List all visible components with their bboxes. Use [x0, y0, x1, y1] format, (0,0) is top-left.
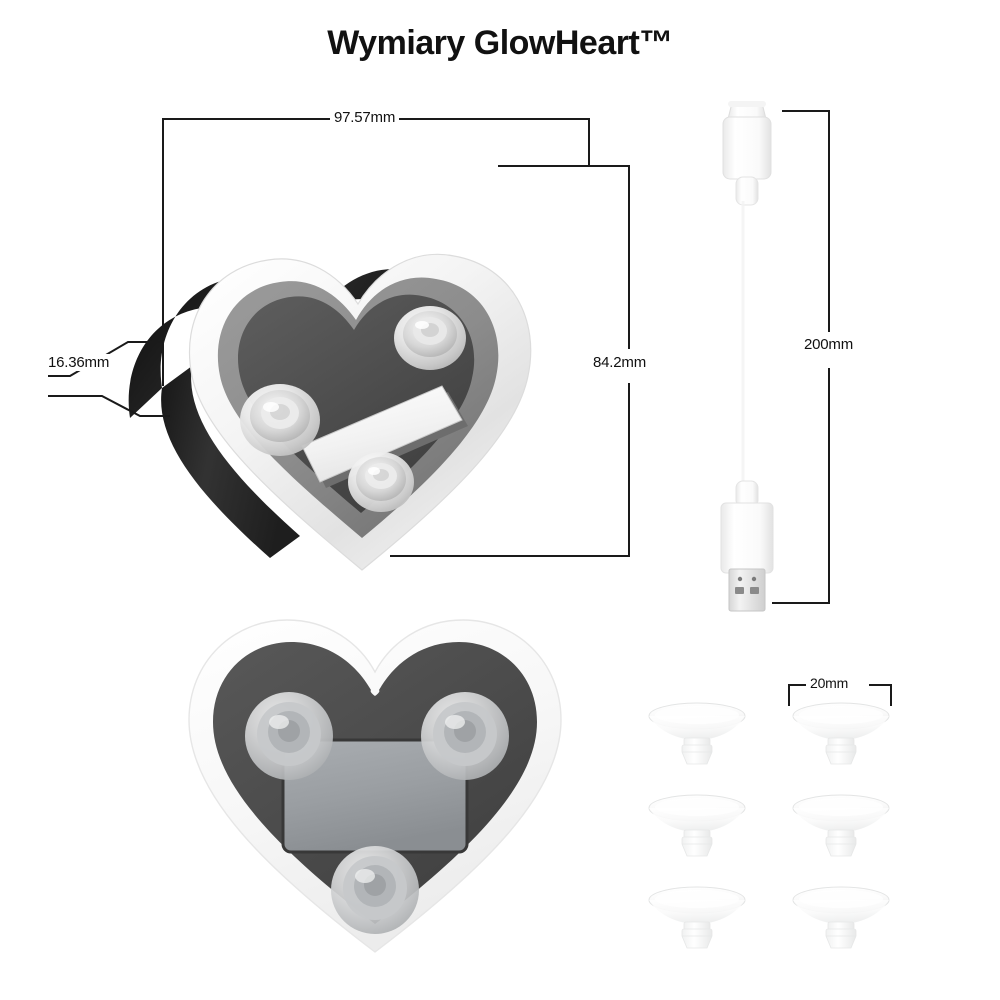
usb-charging-cable	[720, 101, 774, 612]
suction-cup-left	[240, 384, 320, 456]
page-title: Wymiary GlowHeart™	[327, 24, 673, 62]
dimension-suction-cup-tick-left	[788, 684, 790, 706]
heart-device-bottom	[188, 619, 562, 953]
dimension-suction-cup-label: 20mm	[806, 675, 853, 691]
dimension-height-bottom-extension	[390, 555, 630, 557]
suction-cup-lower-center	[348, 452, 414, 512]
dimension-height-line-upper	[628, 165, 630, 349]
suction-cup-item	[648, 702, 746, 765]
dimension-cable-top-extension	[782, 110, 830, 112]
dimension-height-label: 84.2mm	[589, 354, 650, 371]
suction-cup-item	[648, 886, 746, 949]
dimension-suction-cup-line-left	[788, 684, 809, 686]
dimension-suction-cup-tick-right	[890, 684, 892, 706]
dimension-cable-line-lower	[828, 368, 830, 604]
heart-device-perspective	[128, 253, 532, 571]
suction-cup-item	[792, 886, 890, 949]
suction-cup-item	[792, 794, 890, 857]
dimension-width-label: 97.57mm	[330, 109, 400, 126]
suction-cup-bottom-center	[331, 846, 419, 934]
dimension-thickness-leaders	[48, 341, 170, 417]
dimension-suction-cup-line-right	[869, 684, 890, 686]
dimension-height-line-lower	[628, 383, 630, 557]
dimension-cable-line-upper	[828, 110, 830, 332]
dimension-width-right-extension	[588, 118, 590, 166]
suction-cup-item	[648, 794, 746, 857]
dimension-width-left-extension	[162, 118, 164, 386]
suction-cup-top-left	[245, 692, 333, 780]
suction-cup-top-right	[421, 692, 509, 780]
dimension-thickness-label: 16.36mm	[44, 354, 114, 371]
suction-cup-upper-right	[394, 306, 466, 370]
suction-cup-item	[792, 702, 890, 765]
dimension-height-top-extension	[498, 165, 630, 167]
dimension-cable-bottom-extension	[772, 602, 830, 604]
dimension-cable-length-label: 200mm	[800, 336, 858, 353]
suction-cups-set	[648, 702, 890, 949]
